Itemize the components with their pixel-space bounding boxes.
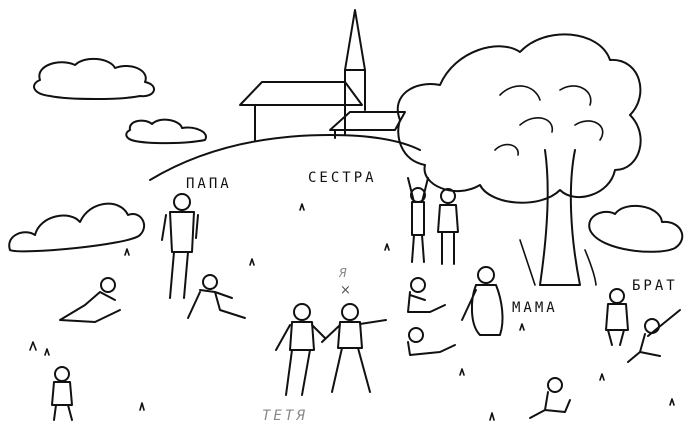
label-tetya: ТЕТЯ bbox=[262, 408, 308, 424]
label-brat: БРАТ bbox=[632, 278, 678, 294]
me-marker-icon: × bbox=[340, 283, 351, 298]
figure-sitting-near-papa bbox=[187, 274, 246, 319]
cloud-small bbox=[125, 118, 207, 145]
label-sestra: СЕСТРА bbox=[308, 170, 377, 186]
figure-lying-center bbox=[407, 327, 456, 356]
figure-lying-left bbox=[59, 277, 121, 323]
cloud-left bbox=[33, 57, 155, 100]
bushes-right bbox=[588, 204, 684, 253]
tree bbox=[396, 33, 642, 286]
label-ya: Я bbox=[339, 266, 347, 280]
figure-sestra bbox=[407, 177, 429, 263]
figure-ya bbox=[321, 303, 387, 393]
grass-tufts bbox=[29, 203, 675, 421]
label-mama: МАМА bbox=[512, 300, 558, 316]
figure-mama bbox=[461, 266, 504, 336]
figure-tetya bbox=[275, 303, 326, 396]
figure-sitting-center bbox=[407, 277, 446, 313]
hill bbox=[149, 134, 421, 181]
label-papa: ПАПА bbox=[186, 176, 232, 192]
figure-next-to-brat bbox=[627, 309, 681, 363]
figure-papa bbox=[161, 193, 199, 299]
figure-next-to-sestra bbox=[437, 188, 459, 265]
figure-brat bbox=[605, 288, 629, 346]
church bbox=[239, 9, 406, 141]
bushes-left bbox=[8, 202, 146, 253]
figure-sitting-bottom bbox=[529, 377, 571, 419]
figure-child-left bbox=[51, 366, 73, 421]
